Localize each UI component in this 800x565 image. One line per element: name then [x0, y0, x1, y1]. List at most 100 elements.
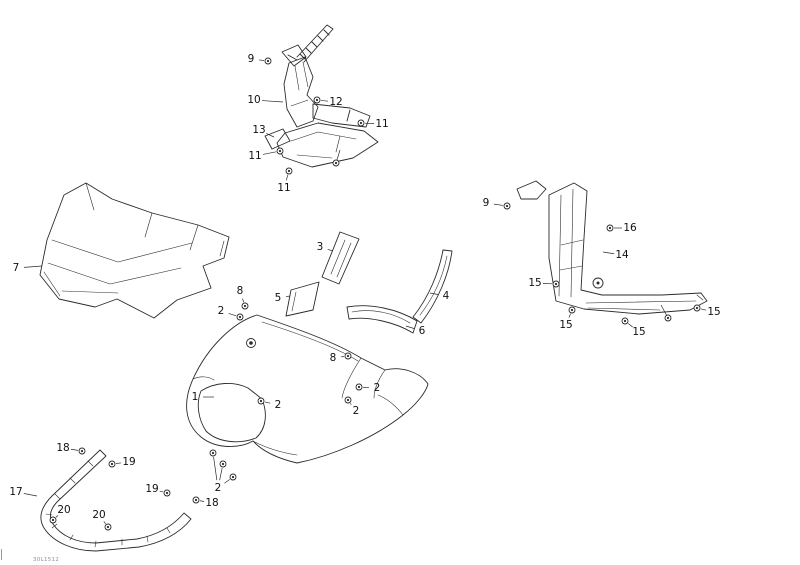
rail-outline [40, 449, 192, 552]
fastener-icon-center [266, 59, 270, 63]
small-bracket-13 [264, 128, 291, 150]
part-front-bumper [186, 314, 429, 464]
part-moulding-4 [412, 249, 453, 324]
callout-15: 15 [559, 306, 576, 331]
callout-6: 6 [405, 325, 426, 337]
print-code: 30L1512 [33, 557, 59, 563]
leader-line [320, 100, 329, 102]
leader-line [350, 403, 352, 405]
rail-ticks [45, 460, 171, 548]
frame-top-bracket [516, 180, 547, 200]
callout-label: 13 [252, 124, 265, 136]
callout-10: 10 [247, 94, 284, 106]
leader-line [23, 493, 38, 497]
callout-label: 6 [419, 325, 426, 337]
callout-label: 2 [215, 482, 222, 494]
callout-13: 13 [252, 124, 275, 138]
frame-hole-center [596, 281, 600, 285]
frame-outline [548, 182, 708, 315]
callout-label: 9 [248, 53, 255, 65]
moulding-6-outline [346, 305, 418, 334]
callout-7: 7 [13, 262, 43, 274]
leader-line [493, 203, 504, 206]
callout-17: 17 [9, 486, 38, 498]
callout-1: 1 [192, 391, 214, 403]
frame-hole-detail [592, 277, 604, 289]
callout-label: 19 [122, 456, 135, 468]
grille-outline [39, 182, 230, 319]
leader-line [23, 265, 43, 268]
callout-2: 2 [209, 449, 237, 494]
trim-5-outline [285, 281, 320, 317]
callout-15: 15 [693, 304, 721, 318]
callout-14: 14 [602, 249, 629, 261]
callout-9: 9 [248, 53, 272, 65]
steering-column-tube [296, 24, 334, 63]
leader-line [242, 298, 245, 303]
frame-detail [558, 188, 704, 311]
leader-line [55, 515, 59, 518]
leader-line [258, 59, 265, 61]
fastener [332, 149, 341, 167]
leader-line [602, 251, 615, 255]
callout-16: 16 [606, 222, 637, 234]
callout-12: 12 [313, 96, 343, 108]
fastener-icon-center [231, 475, 235, 479]
callout-18: 18 [56, 442, 86, 455]
leader-line [285, 174, 289, 181]
moulding-6-detail [351, 310, 411, 324]
part-trim-5 [285, 281, 320, 317]
part-steering-support [264, 24, 379, 168]
callout-label: 11 [248, 150, 261, 162]
leader-line [219, 467, 223, 481]
headlight-detail [246, 338, 256, 348]
fastener-icon-center [695, 306, 699, 310]
callout-18: 18 [192, 496, 219, 509]
fastener-icon-center [165, 491, 169, 495]
callout-9: 9 [483, 197, 511, 210]
callout-11: 11 [277, 167, 293, 194]
fastener-icon-center [110, 462, 114, 466]
fastener-icon-center [357, 385, 361, 389]
callout-label: 15 [707, 306, 720, 318]
leader-line [285, 295, 291, 298]
callout-label: 17 [9, 486, 22, 498]
fastener-icon-center [346, 398, 350, 402]
fastener-icon-center [243, 304, 247, 308]
fastener-icon-center [259, 399, 263, 403]
fastener-icon-center [570, 308, 574, 312]
callout-label: 20 [92, 509, 105, 521]
callout-label: 9 [483, 197, 490, 209]
upper-bracket [281, 44, 307, 67]
fastener-icon-center [194, 498, 198, 502]
callout-label: 2 [275, 399, 282, 411]
fastener-icon-center [287, 169, 291, 173]
callout-19: 19 [145, 483, 171, 497]
callout-20: 20 [49, 504, 71, 524]
callout-label: 20 [57, 504, 70, 516]
column-body-detail [290, 61, 309, 107]
leader-line [262, 151, 277, 155]
leader-line [264, 401, 271, 404]
part-trim-3 [321, 231, 360, 285]
callout-label: 15 [528, 277, 541, 289]
callout-label: 12 [329, 96, 342, 108]
bumper-mesh-grille [197, 383, 266, 443]
leader-line [405, 325, 415, 329]
leader-line [327, 249, 334, 252]
fastener-icon-center [554, 282, 558, 286]
fastener-icon-center [278, 149, 282, 153]
fastener-icon-center [334, 161, 338, 165]
callout-label: 1 [192, 391, 199, 403]
grille-detail [43, 182, 225, 297]
leader-line [568, 313, 571, 318]
leader-line [70, 448, 79, 451]
fastener-icon-center [666, 316, 670, 320]
callout-label: 4 [443, 290, 450, 302]
leader-line [213, 456, 218, 481]
leader-line [103, 521, 106, 525]
callout-label: 18 [56, 442, 69, 454]
trim-3-detail [330, 239, 352, 278]
